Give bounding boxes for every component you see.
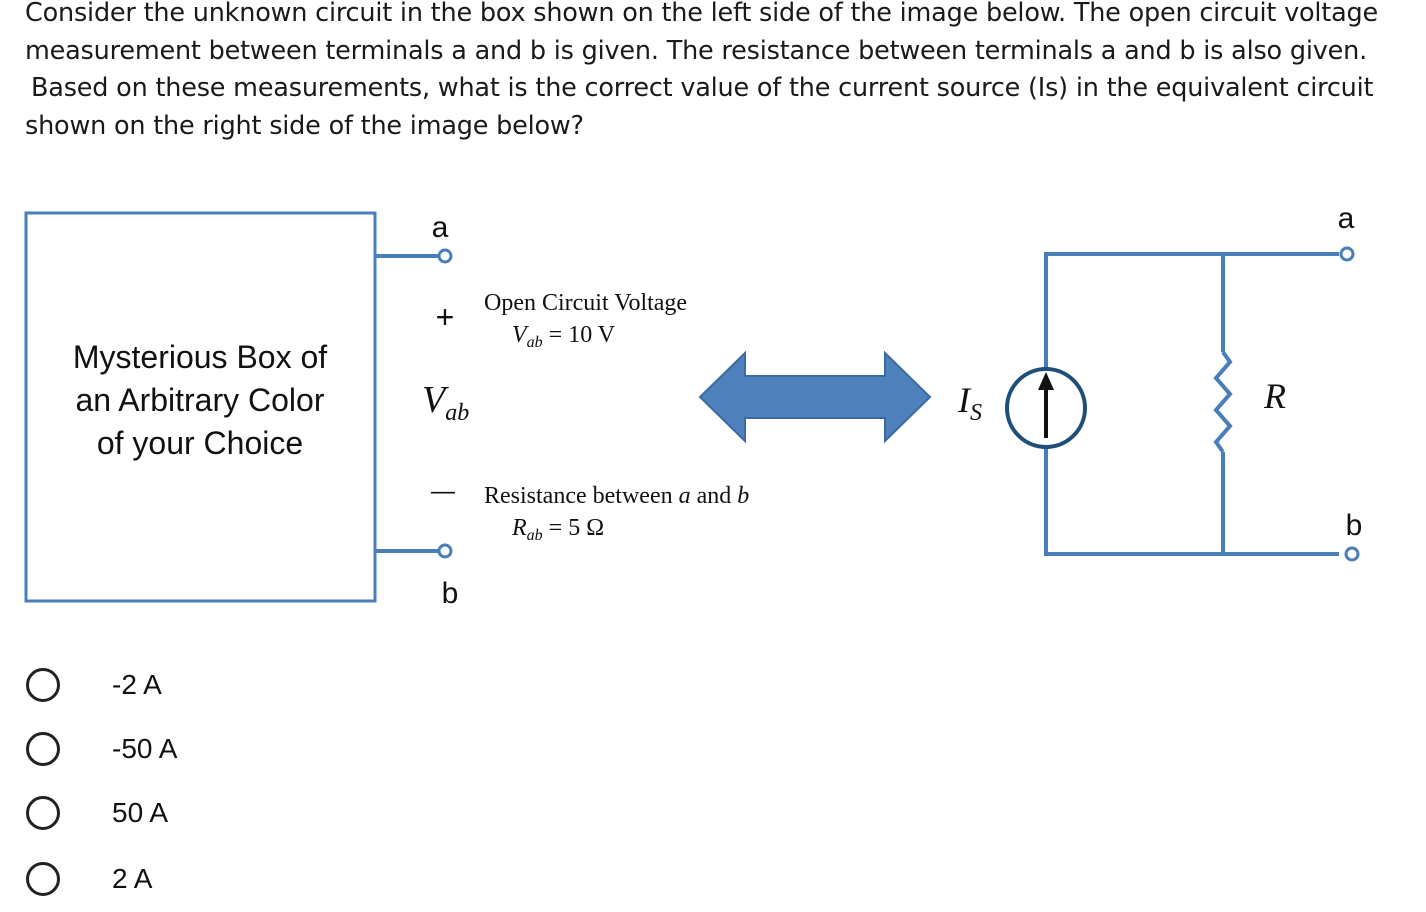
double-arrow-icon	[698, 350, 932, 444]
answer-option-label: 50 A	[112, 797, 169, 828]
right-terminal-a-node	[1339, 246, 1355, 262]
answer-option-label: 2 A	[112, 863, 153, 894]
vab-subscript: ab	[445, 400, 469, 426]
res-value: = 5 Ω	[543, 515, 604, 541]
terminal-b-node	[437, 543, 453, 559]
ocv-equation: Vab = 10 V	[512, 322, 616, 351]
right-terminal-b-label: b	[1346, 509, 1363, 542]
question-line: shown on the right side of the image bel…	[25, 110, 584, 141]
answer-option[interactable]: 2 A	[26, 854, 286, 904]
ocv-title: Open Circuit Voltage	[484, 290, 687, 316]
terminal-a-node	[437, 248, 453, 264]
resistance-title-a: a	[679, 483, 691, 509]
right-terminal-b-node	[1344, 546, 1360, 562]
vab-symbol: V	[422, 379, 449, 421]
answer-option-label: -50 A	[112, 733, 178, 764]
resistance-equation: Rab = 5 Ω	[511, 515, 604, 544]
vab-label: Vab	[422, 379, 469, 426]
answer-option[interactable]: 50 A	[26, 788, 286, 838]
res-subscript: ab	[527, 527, 543, 544]
radio-button-icon[interactable]	[26, 668, 60, 702]
is-label: IS	[957, 380, 982, 426]
question-line: Consider the unknown circuit in the box …	[25, 0, 1378, 28]
box-label-line: Mysterious Box of	[73, 339, 327, 375]
plus-sign: +	[436, 299, 455, 335]
question-line: Based on these measurements, what is the…	[31, 73, 1374, 103]
answer-option[interactable]: -50 A	[26, 724, 286, 774]
radio-button-icon[interactable]	[26, 862, 60, 896]
question-text: Consider the unknown circuit in the box …	[25, 0, 1385, 145]
is-subscript: S	[970, 400, 982, 426]
equivalent-top-wire	[1044, 252, 1339, 380]
resistance-title: Resistance between a and b	[484, 483, 749, 509]
resistor-zigzag-icon	[1213, 350, 1233, 454]
ocv-symbol: V	[512, 322, 529, 348]
resistance-title-prefix: Resistance between	[484, 483, 679, 509]
answer-option[interactable]: -2 A	[26, 660, 286, 710]
terminal-b-label: b	[442, 577, 459, 610]
question-line: measurement between terminals a and b is…	[25, 35, 1367, 66]
box-label-line: of your Choice	[97, 425, 303, 461]
radio-button-icon[interactable]	[26, 796, 60, 830]
is-symbol: I	[957, 380, 972, 420]
radio-button-icon[interactable]	[26, 732, 60, 766]
current-arrowhead-icon	[1038, 372, 1054, 390]
answer-option-label: -2 A	[112, 669, 162, 700]
resistance-title-mid: and	[691, 483, 738, 509]
ocv-value: = 10 V	[543, 322, 616, 348]
terminal-a-label: a	[432, 211, 449, 244]
mysterious-box	[24, 211, 377, 603]
minus-sign: —	[431, 478, 455, 505]
ocv-subscript: ab	[527, 334, 543, 351]
resistance-title-b: b	[737, 483, 749, 509]
equivalent-bottom-wire	[1044, 437, 1339, 556]
box-label-line: an Arbitrary Color	[76, 382, 325, 418]
res-symbol: R	[511, 515, 527, 541]
right-terminal-a-label: a	[1338, 202, 1355, 235]
r-label: R	[1263, 376, 1286, 416]
